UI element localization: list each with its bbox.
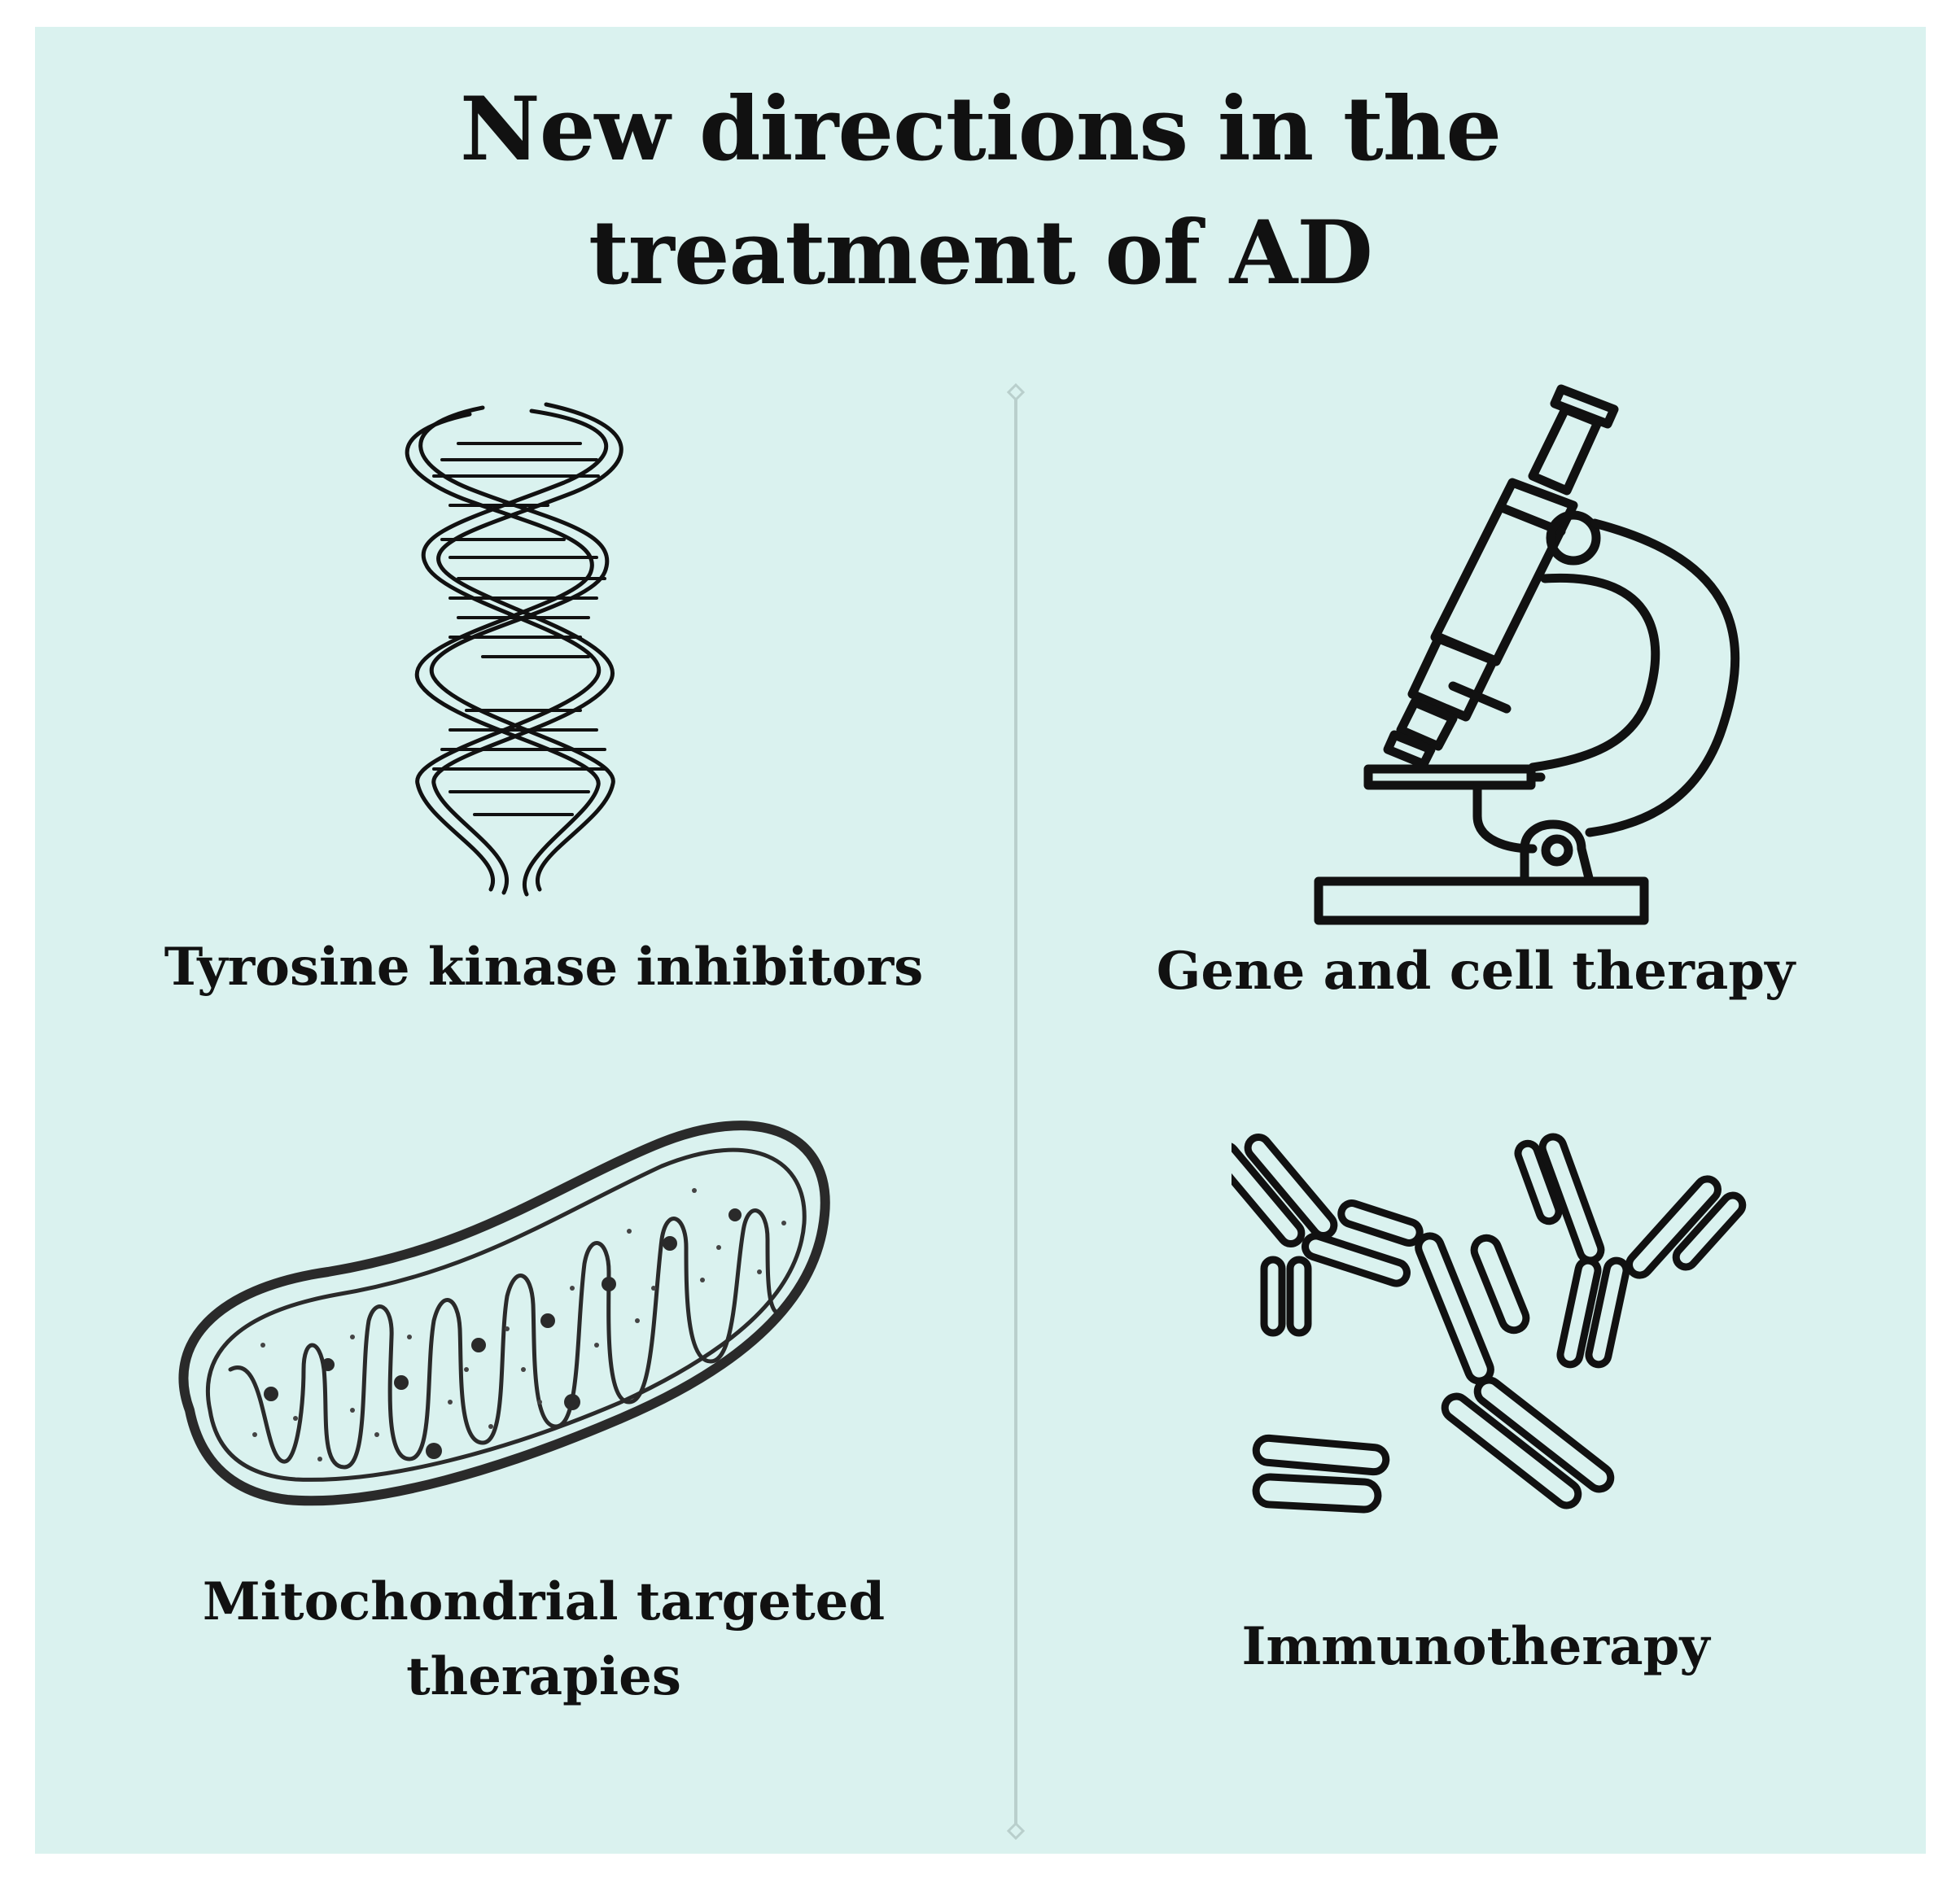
- antibody-icon: [1232, 1133, 1747, 1514]
- page-title: New directions in the treatment of AD: [35, 68, 1926, 315]
- infographic-panel: New directions in the treatment of AD: [35, 27, 1926, 1854]
- label-mitochondrial-targeted-therapies: Mitochondrial targeted therapies: [84, 1565, 1004, 1715]
- label-line-1: Mitochondrial targeted: [202, 1571, 886, 1632]
- label-tyrosine-kinase-inhibitors: Tyrosine kinase inhibitors: [164, 937, 924, 998]
- label-immunotherapy: Immunotherapy: [1241, 1616, 1710, 1677]
- title-line-2: treatment of AD: [588, 202, 1373, 304]
- label-line-2: therapies: [406, 1646, 681, 1707]
- title-line-1: New directions in the: [459, 78, 1502, 181]
- label-gene-and-cell-therapy: Gene and cell therapy: [1156, 941, 1796, 1002]
- microscope-icon: [1314, 384, 1740, 925]
- dna-helix-icon: [405, 402, 623, 897]
- mitochondrion-icon: [178, 1121, 830, 1506]
- center-divider: [1006, 382, 1026, 1841]
